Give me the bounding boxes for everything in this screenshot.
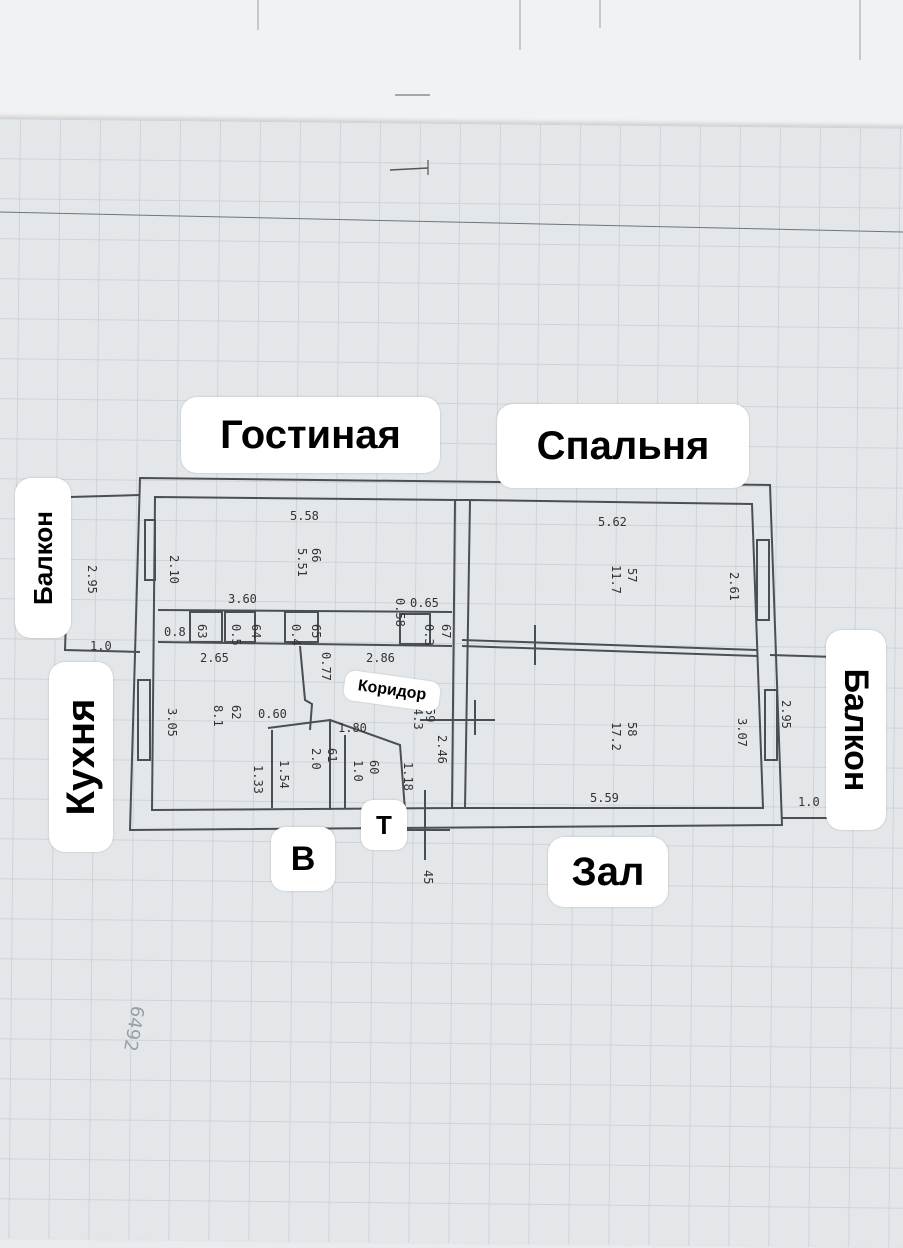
cell-67: 67 xyxy=(439,624,453,638)
dim-1-18: 1.18 xyxy=(401,762,415,791)
room-label-koridor-text: Коридор xyxy=(356,677,428,704)
room-label-zal: Зал xyxy=(548,837,668,907)
room-id-66: 66 xyxy=(309,548,323,562)
room-label-kuhnya-text: Кухня xyxy=(58,698,103,816)
room-area-11-7: 11.7 xyxy=(609,565,623,594)
room-id-57: 57 xyxy=(625,568,639,582)
room-label-balkon-right: Балкон xyxy=(826,630,886,830)
dim-2-61: 2.61 xyxy=(727,572,741,601)
dim-4-3: 4.3 xyxy=(411,708,425,730)
cell-0-4: 0.4 xyxy=(289,624,303,646)
cell-63: 63 xyxy=(195,624,209,638)
dim-60: 60 xyxy=(367,760,381,774)
room-label-vannaya: В xyxy=(271,827,335,891)
dim-0-8: 0.8 xyxy=(164,625,186,639)
dim-1-54: 1.54 xyxy=(277,760,291,789)
room-label-balkon-right-text: Балкон xyxy=(837,668,876,792)
room-area-5-51: 5.51 xyxy=(295,548,309,577)
room-label-balkon-left-text: Балкон xyxy=(27,511,58,605)
dim-45: 45 xyxy=(421,870,435,884)
cell-65: 65 xyxy=(309,624,323,638)
dim-2-10: 2.10 xyxy=(167,555,181,584)
room-label-spalnya: Спальня xyxy=(497,404,749,488)
dim-0-58: 0.58 xyxy=(393,598,407,627)
room-id-62: 62 xyxy=(229,705,243,719)
handwritten-6492: 6492 xyxy=(119,1004,148,1053)
dim-1-0-right: 1.0 xyxy=(798,795,820,809)
dim-1-0: 1.0 xyxy=(351,760,365,782)
cell-64: 64 xyxy=(249,624,263,638)
room-label-balkon-left: Балкон xyxy=(15,478,71,638)
dim-2-0: 2.0 xyxy=(309,748,323,770)
room-area-17-2: 17.2 xyxy=(609,722,623,751)
room-id-58: 58 xyxy=(625,722,639,736)
dim-0-77: 0.77 xyxy=(319,652,333,681)
dim-1-0-left: 1.0 xyxy=(90,639,112,653)
dim-5-62: 5.62 xyxy=(598,515,627,529)
dim-0-60: 0.60 xyxy=(258,707,287,721)
dim-2-46: 2.46 xyxy=(435,735,449,764)
room-label-spalnya-text: Спальня xyxy=(536,423,710,468)
dim-1-80: 1.80 xyxy=(338,721,367,735)
room-label-gostinaya-text: Гостиная xyxy=(220,412,401,457)
dim-2-65: 2.65 xyxy=(200,651,229,665)
dim-59: 59 xyxy=(423,708,437,722)
dim-2-95-left: 2.95 xyxy=(85,565,99,594)
dim-3-05: 3.05 xyxy=(165,708,179,737)
dim-5-59: 5.59 xyxy=(590,791,619,805)
cell-0-3: 0.3 xyxy=(422,624,436,646)
dim-61: 61 xyxy=(325,748,339,762)
dim-0-65: 0.65 xyxy=(410,596,439,610)
room-label-gostinaya: Гостиная xyxy=(181,397,440,473)
room-label-vannaya-text: В xyxy=(290,839,316,878)
room-label-tualet-text: Т xyxy=(376,809,392,840)
room-label-tualet: Т xyxy=(361,800,407,850)
floor-plan: 5.58 5.62 2.10 66 5.51 57 11.7 2.61 2.95… xyxy=(0,0,903,1053)
dim-3-07: 3.07 xyxy=(735,718,749,747)
room-label-zal-text: Зал xyxy=(571,849,645,894)
dim-2-86: 2.86 xyxy=(366,651,395,665)
cell-0-5: 0.5 xyxy=(229,624,243,646)
dim-3-60: 3.60 xyxy=(228,592,257,606)
room-label-kuhnya: Кухня xyxy=(49,662,113,852)
dim-5-58: 5.58 xyxy=(290,509,319,523)
dim-2-95-right: 2.95 xyxy=(779,700,793,729)
dim-1-33: 1.33 xyxy=(251,765,265,794)
room-area-8-1: 8.1 xyxy=(211,705,225,727)
